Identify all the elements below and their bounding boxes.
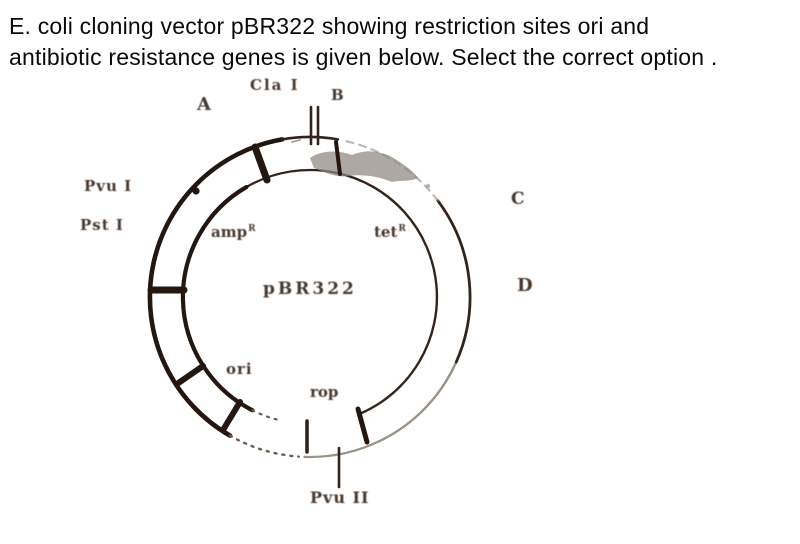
tet-gene-text: tet [374, 223, 398, 241]
plasmid-outer-arc-left-bold [147, 137, 285, 438]
label-cla1-site: Cla I [250, 76, 300, 94]
rop-right-tick [355, 406, 370, 445]
option-c-label: C [511, 189, 525, 209]
option-b-label: B [331, 86, 344, 104]
tet-superscript: R [398, 224, 406, 234]
question-title-line2: antibiotic resistance genes is given bel… [9, 44, 718, 70]
option-d-label: D [517, 275, 533, 296]
amp-gene-text: amp [211, 223, 248, 241]
plasmid-outer-arc-right-dark [436, 199, 472, 364]
plasmid-inner-arc-left-bold [180, 184, 255, 413]
ink-dot [192, 187, 200, 195]
tick-top-left [251, 143, 271, 184]
label-pvu1-site: Pvu I [84, 177, 133, 195]
label-rop: rop [310, 383, 339, 401]
plasmid-inner-arc-bottomleft-dotted [251, 409, 283, 422]
question-title: E. coli cloning vector pBR322 showing re… [9, 11, 797, 73]
tick-top-right [334, 140, 342, 176]
label-tet-resistance-gene: tetR [374, 223, 406, 241]
label-pst1-site: Pst I [80, 216, 124, 234]
label-amp-resistance-gene: ampR [211, 223, 256, 241]
option-a-label: A [197, 94, 211, 115]
label-ori: ori [226, 360, 253, 378]
ink-smudge [310, 151, 418, 182]
tick-small-top [291, 139, 301, 143]
question-title-line1: E. coli cloning vector pBR322 showing re… [9, 13, 650, 39]
tick-southwest-upper [174, 363, 206, 387]
plasmid-outer-arc-bottomright-light [378, 360, 458, 442]
plasmid-outer-arc-bottomleft-dotted [228, 434, 300, 458]
plasmid-name-label: pBR322 [263, 279, 357, 299]
plasmid-inner-arc-topleft [245, 168, 338, 189]
tick-southwest-lower [220, 399, 243, 433]
plasmid-outer-arc-bottom-light [303, 439, 382, 459]
amp-superscript: R [248, 224, 256, 234]
plasmid-inner-arc-right [335, 171, 439, 416]
ink-speckle [425, 183, 431, 189]
label-pvu2-site: Pvu II [310, 488, 370, 507]
